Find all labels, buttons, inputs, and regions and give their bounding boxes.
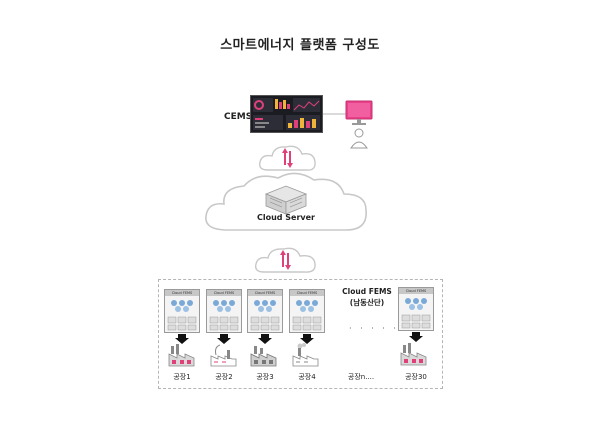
fems-unit-content — [250, 300, 280, 331]
cloud-fems-region — [158, 279, 443, 389]
cems-label: CEMS — [224, 112, 253, 122]
fems-unit-header: Cloud FEMS — [248, 290, 282, 296]
down-arrow-icon — [409, 332, 423, 342]
cems-connector — [323, 113, 349, 115]
dashboard-graphics — [253, 98, 320, 130]
down-arrow-icon — [258, 334, 272, 344]
cloud-server-label: Cloud Server — [256, 213, 316, 222]
down-arrow-icon — [300, 334, 314, 344]
fems-unit-card: Cloud FEMS — [247, 289, 283, 333]
fems-unit-content — [167, 300, 197, 331]
fems-unit-card: Cloud FEMS — [164, 289, 200, 333]
factory-ellipsis: · · · · · · — [349, 324, 410, 333]
cloud-fems-title: Cloud FEMS (남동산단) — [322, 286, 412, 308]
factory-label: 공장n.... — [347, 373, 375, 381]
bidirectional-arrow-icon — [282, 148, 293, 168]
factory-icon — [210, 344, 237, 367]
network-cloud-icon — [258, 145, 316, 171]
down-arrow-icon — [217, 334, 231, 344]
fems-unit-header: Cloud FEMS — [207, 290, 241, 296]
down-arrow-icon — [175, 334, 189, 344]
cloud-fems-name: Cloud FEMS — [342, 287, 392, 296]
factory-label: 공장3 — [256, 373, 274, 381]
cems-dashboard-screen — [250, 95, 323, 133]
fems-unit-content — [292, 300, 322, 331]
cloud-fems-subtitle: (남동산단) — [349, 298, 385, 307]
factory-icon — [292, 343, 319, 367]
server-rack-icon — [264, 185, 308, 215]
factory-label: 공장2 — [215, 373, 233, 381]
fems-unit-card: Cloud FEMS — [289, 289, 325, 333]
bidirectional-arrow-icon — [280, 250, 291, 270]
diagram-title: 스마트에너지 플랫폼 구성도 — [220, 38, 380, 53]
network-cloud-icon-lower — [254, 247, 316, 273]
factory-icon — [250, 346, 277, 367]
fems-unit-header: Cloud FEMS — [290, 290, 324, 296]
fems-unit-header: Cloud FEMS — [165, 290, 199, 296]
factory-icon — [168, 344, 195, 367]
factory-icon — [400, 343, 427, 366]
fems-unit-card: Cloud FEMS — [398, 287, 434, 331]
cloud-server-cloud — [205, 172, 367, 231]
fems-unit-card: Cloud FEMS — [206, 289, 242, 333]
fems-unit-header: Cloud FEMS — [399, 288, 433, 294]
factory-label: 공장30 — [405, 373, 427, 381]
fems-unit-content — [401, 298, 431, 329]
fems-unit-content — [209, 300, 239, 331]
operator-monitor-icon — [345, 100, 373, 149]
factory-label: 공장1 — [173, 373, 191, 381]
factory-label: 공장4 — [298, 373, 316, 381]
